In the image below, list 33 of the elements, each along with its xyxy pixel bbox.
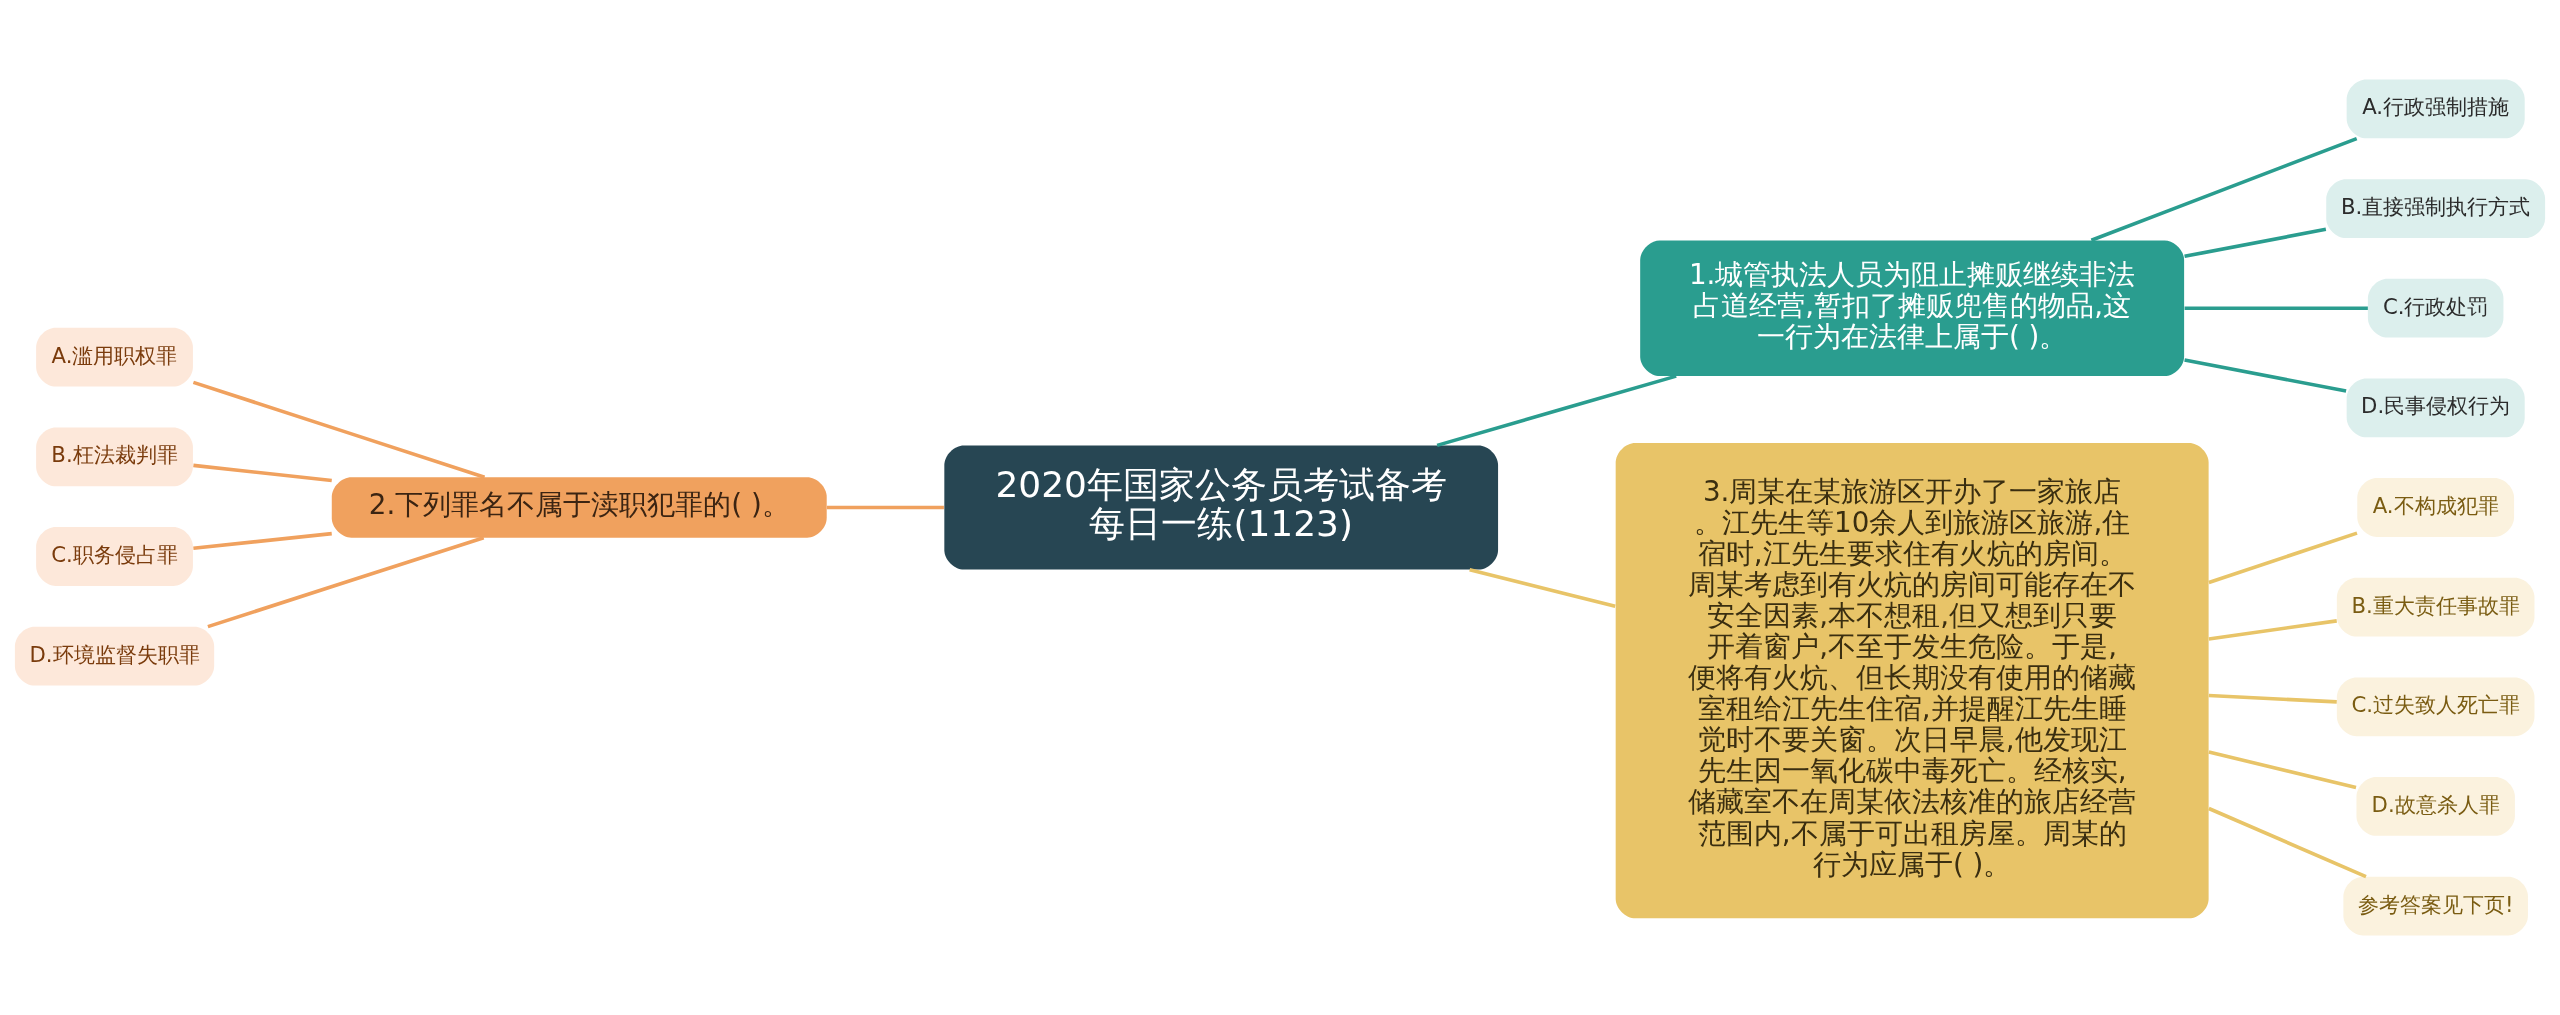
- node-box: D.故意杀人罪: [2356, 777, 2515, 836]
- node-box: 2.下列罪名不属于渎职犯罪的( )。: [331, 477, 827, 538]
- node-box: 参考答案见下页!: [2343, 876, 2528, 936]
- connector: [2208, 693, 2337, 704]
- node-box: A.行政强制措施: [2346, 79, 2525, 139]
- connector: [192, 380, 486, 479]
- node-box: 2020年国家公务员考试备考每日一练(1123): [944, 445, 1499, 570]
- connector: [2208, 750, 2357, 790]
- node-box: D.环境监督失职罪: [14, 626, 215, 686]
- connector: [193, 531, 332, 551]
- connector: [826, 505, 944, 510]
- node-box: C.行政处罚: [2367, 278, 2504, 338]
- connector: [2090, 136, 2358, 242]
- node-box: 1.城管执法人员为阻止摊贩继续非法占道经营,暂扣了摊贩兜售的物品,这一行为在法律上属于( )。: [1640, 240, 2185, 376]
- node-box: B.重大责任事故罪: [2336, 577, 2535, 637]
- connector: [207, 536, 485, 629]
- node-box: D.民事侵权行为: [2346, 378, 2525, 438]
- connector: [2208, 806, 2367, 879]
- node-box: B.枉法裁判罪: [36, 427, 193, 487]
- connector: [2208, 619, 2337, 641]
- node-box: C.职务侵占罪: [36, 527, 193, 586]
- node-box: C.过失致人死亡罪: [2336, 677, 2535, 737]
- node-box: A.不构成犯罪: [2357, 478, 2515, 537]
- node-box: A.滥用职权罪: [36, 327, 193, 387]
- connector: [2184, 358, 2347, 393]
- node-box: B.直接强制执行方式: [2326, 179, 2546, 238]
- node-box: 3.周某在某旅游区开办了一家旅店。江先生等10余人到旅游区旅游,住宿时,江先生要求住有火炕的房间。周某考虑到有火炕的房间可能存在不安全因素,本不想租,但又想到只要开着窗户,不至于发生危险。于是,便将有火炕、但长期没有使用的储藏室租给江先生住宿,并提醒江先生睡觉时不要关窗。次日早晨,他发现江先生因一氧化碳中毒死亡。经核实,储藏室不在周某依法核准的旅店经营范围内,不属于可出租房屋。周某的行为应属于( )。: [1615, 443, 2209, 919]
- connector: [2208, 531, 2358, 585]
- connector: [2184, 227, 2327, 259]
- connector: [193, 463, 332, 483]
- connector: [1469, 567, 1616, 609]
- connector: [1436, 374, 1677, 448]
- connector: [2184, 306, 2368, 310]
